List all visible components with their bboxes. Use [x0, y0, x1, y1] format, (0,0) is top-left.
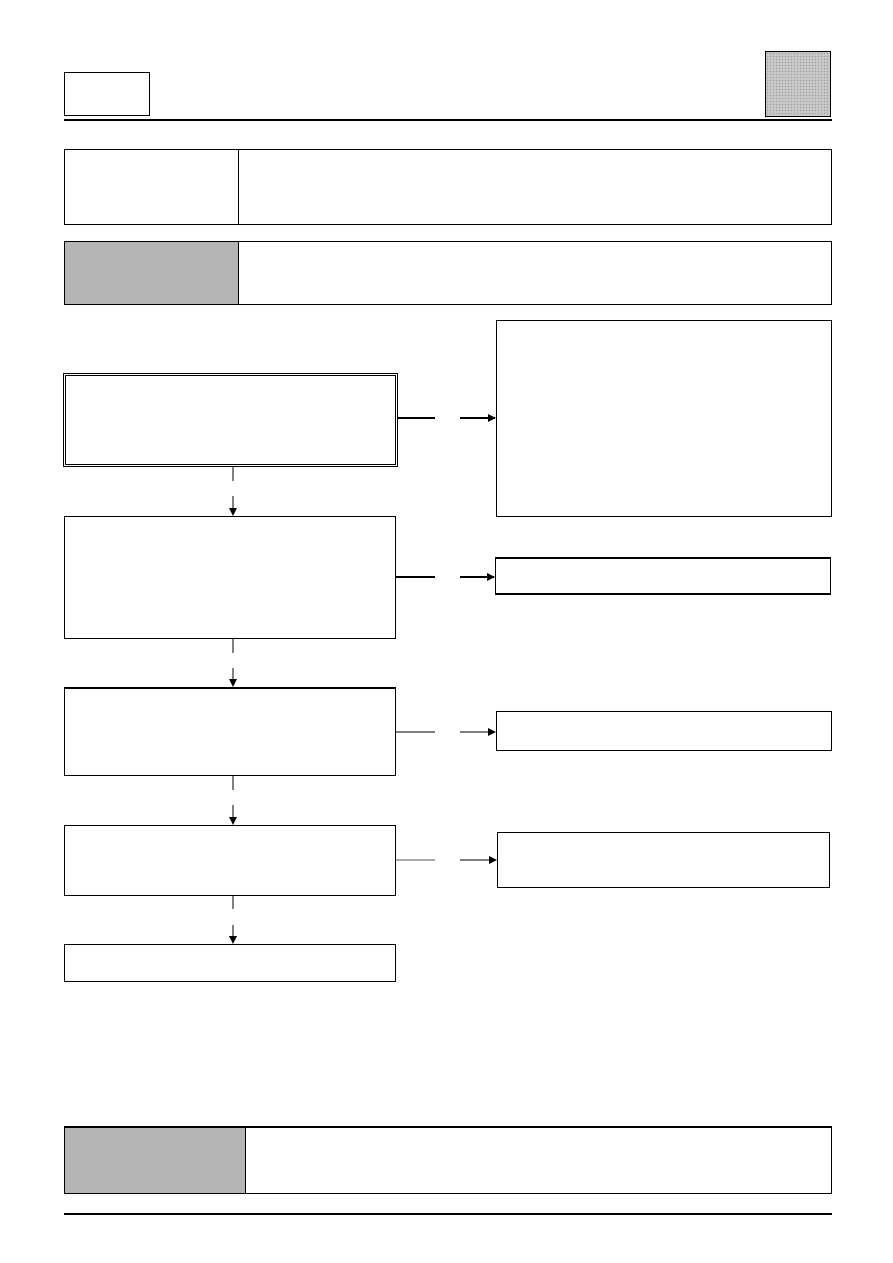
flow-result-3: [496, 711, 832, 751]
flow-step-4: [64, 825, 396, 896]
info-table: [64, 149, 832, 225]
header-rule: [64, 119, 832, 121]
info-table-label: [65, 150, 239, 224]
footer-table: [64, 1126, 832, 1194]
section-tab: [765, 51, 831, 117]
flow-step-1: [63, 373, 398, 467]
flow-result-1: [496, 320, 832, 517]
chapter-box: [64, 72, 150, 116]
flow-step-3: [64, 687, 396, 776]
flow-result-2: [495, 557, 831, 595]
flow-result-4: [497, 832, 830, 888]
flow-step-2: [64, 516, 396, 639]
footer-rule: [64, 1213, 832, 1215]
flow-step-5: [64, 944, 396, 982]
footer-table-content: [246, 1128, 831, 1193]
condition-table-label: [65, 242, 239, 304]
footer-table-label: [65, 1128, 246, 1193]
condition-table: [64, 241, 832, 305]
